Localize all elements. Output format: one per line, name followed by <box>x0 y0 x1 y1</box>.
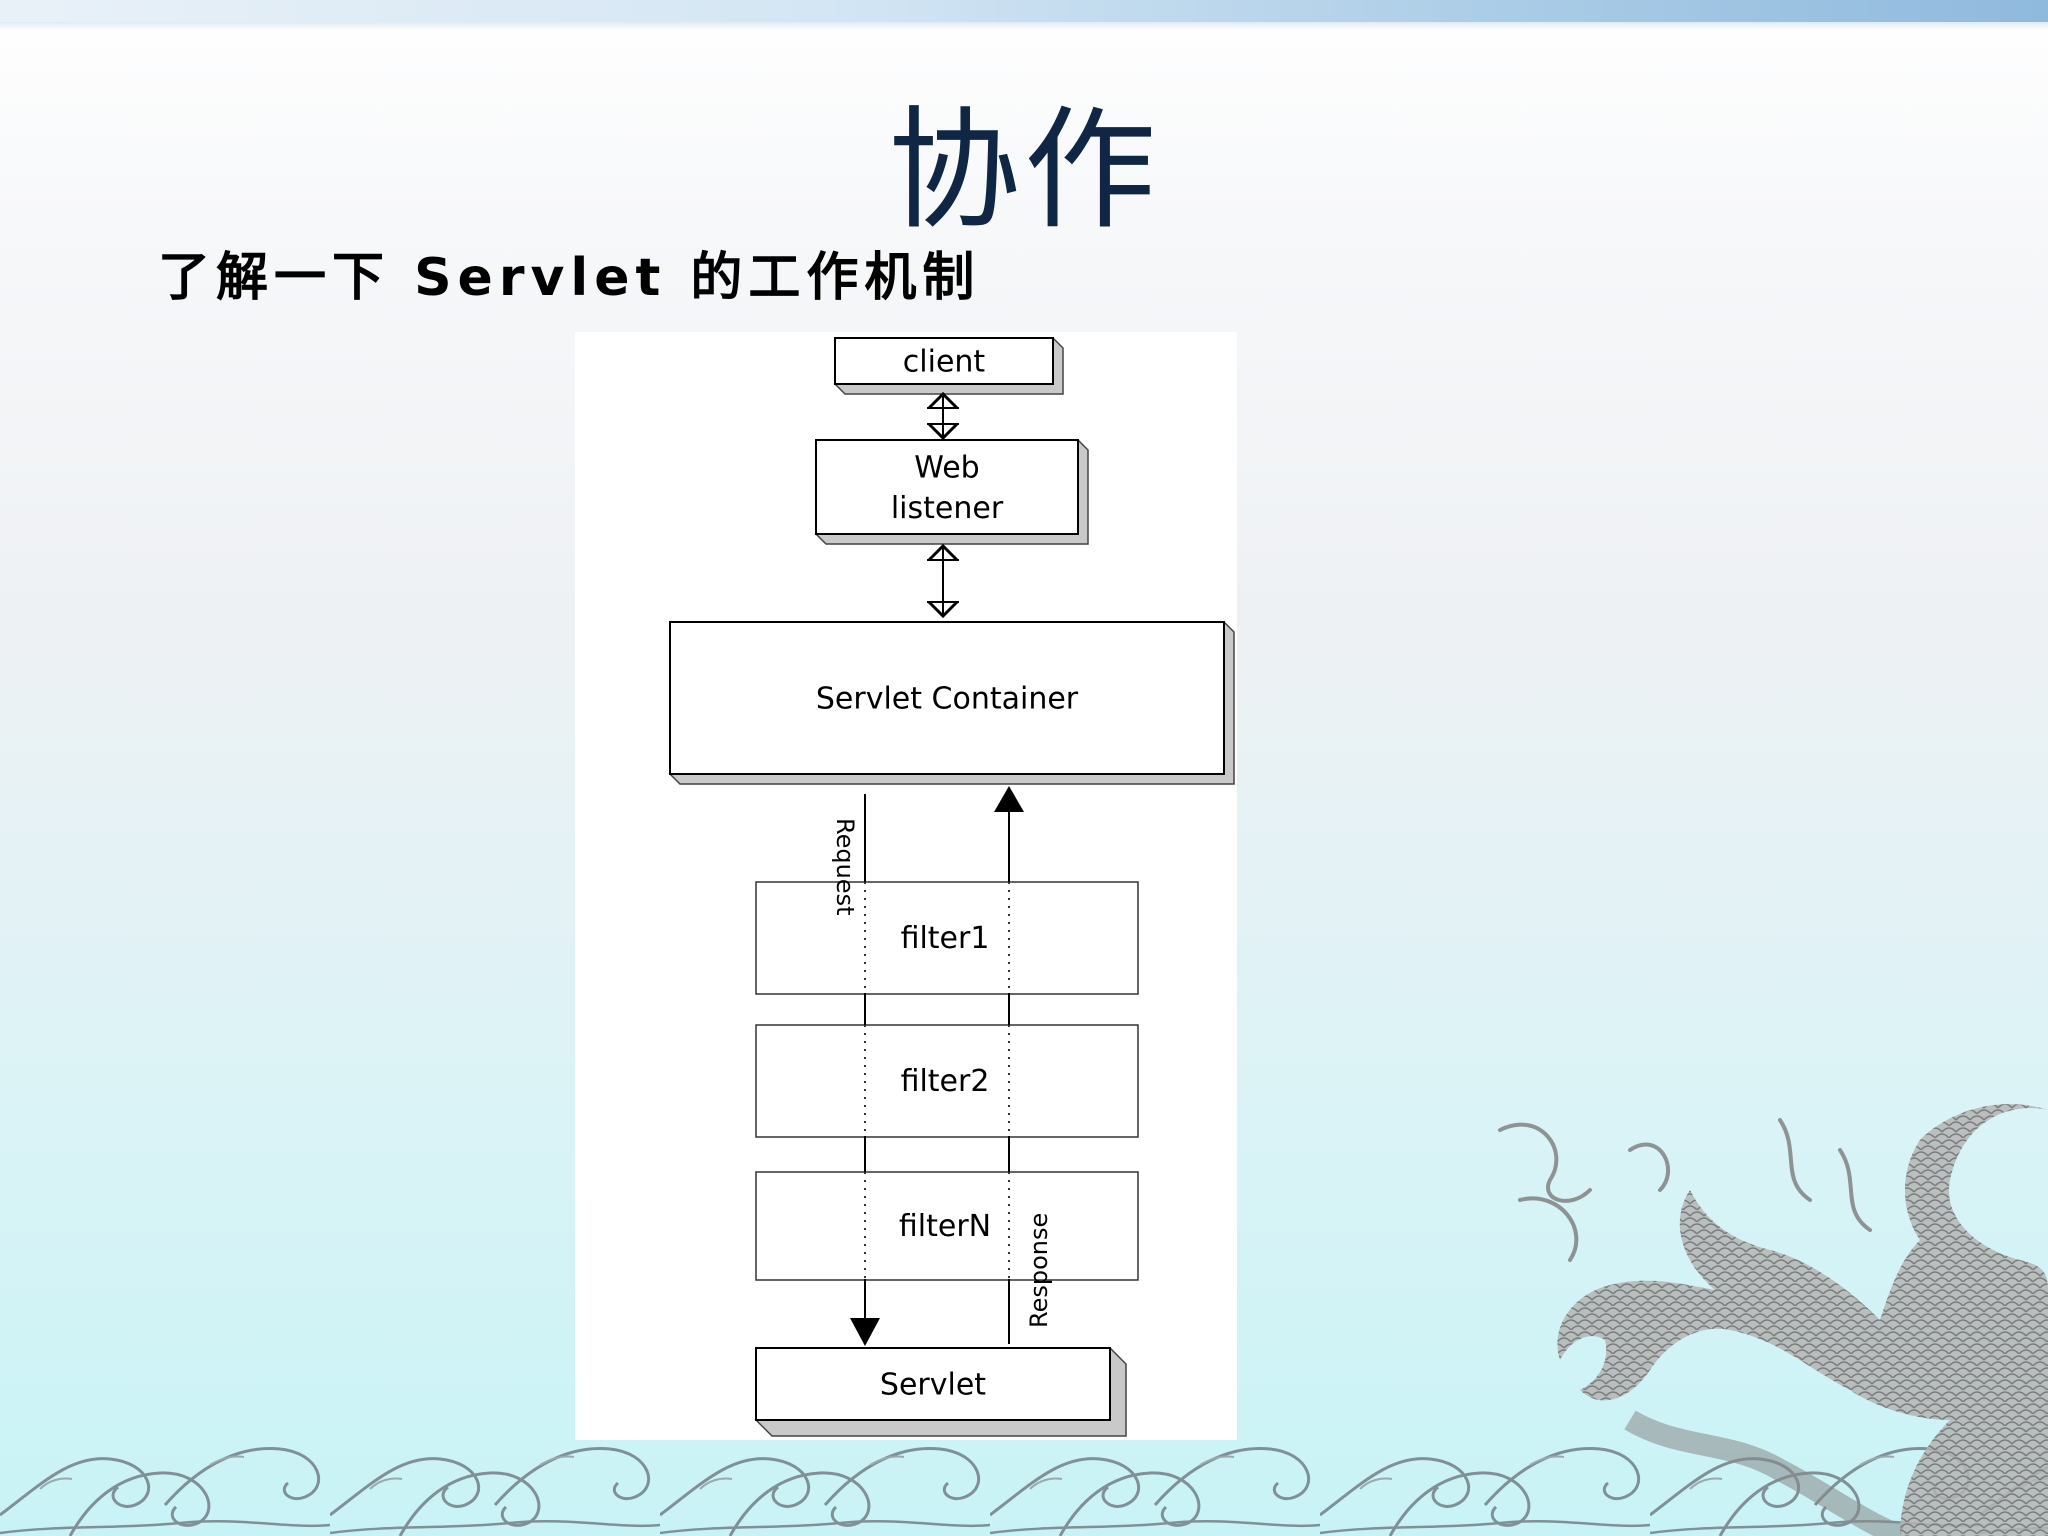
slide-subtitle: 了解一下 Servlet 的工作机制 <box>158 248 981 308</box>
top-accent-shade <box>0 22 2048 30</box>
request-arrow: Request <box>831 794 880 1346</box>
filterN-node-label: filterN <box>899 1209 991 1244</box>
filter1-node-label: filter1 <box>901 921 990 956</box>
web-listener-node-label-1: Web <box>914 450 979 485</box>
web-listener-node-label-2: listener <box>891 491 1004 526</box>
filterN-node: filterN <box>755 1171 1139 1281</box>
web-listener-node: Web listener <box>814 439 1089 545</box>
response-arrow: Response <box>994 786 1053 1344</box>
top-accent-bar <box>0 0 2048 22</box>
servlet-container-node: Servlet Container <box>668 621 1235 785</box>
servlet-node-label: Servlet <box>880 1368 986 1403</box>
servlet-node: Servlet <box>754 1347 1127 1437</box>
filter2-node: filter2 <box>755 1024 1139 1138</box>
filter1-node: filter1 <box>755 881 1139 995</box>
slide-title: 协作 <box>888 94 1160 248</box>
client-node-label: client <box>903 345 986 380</box>
client-listener-arrow <box>927 391 959 441</box>
client-node: client <box>833 337 1064 395</box>
servlet-container-node-label: Servlet Container <box>816 682 1079 717</box>
dragon-icon <box>1498 1104 2048 1536</box>
filter2-node-label: filter2 <box>901 1064 990 1099</box>
listener-container-arrow <box>927 543 959 619</box>
request-label: Request <box>831 818 859 916</box>
response-label: Response <box>1025 1213 1053 1328</box>
